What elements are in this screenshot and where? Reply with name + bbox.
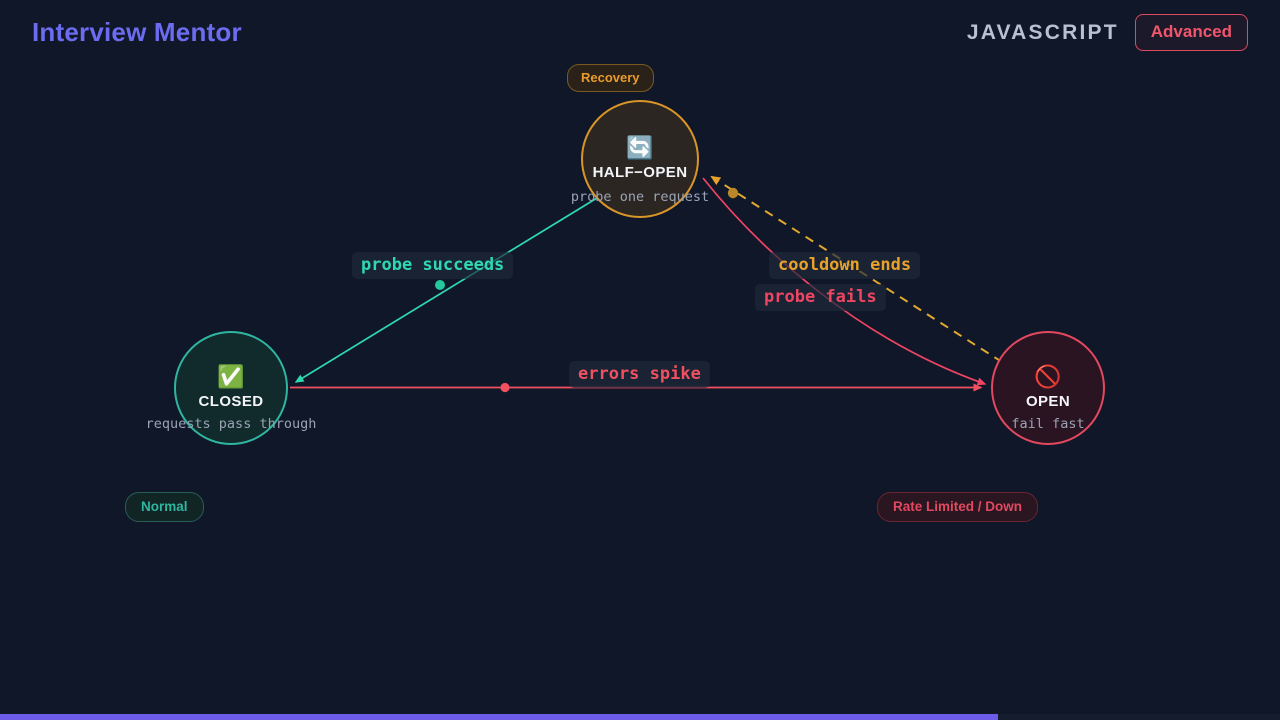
state-node-closed[interactable]: ✅ CLOSED requests pass through <box>146 331 316 445</box>
state-node-closed-label: CLOSED <box>198 393 264 410</box>
progress-bar-fill <box>0 714 999 720</box>
state-node-half-open[interactable]: 🔄 HALF−OPEN probe one request <box>571 100 709 218</box>
app-title: Interview Mentor <box>32 17 242 47</box>
legend-pill-normal: Normal <box>125 492 204 522</box>
state-node-half-open-label: HALF−OPEN <box>592 164 688 181</box>
check-mark-button-icon: ✅ <box>217 364 245 389</box>
edge-label-probe-succeeds: probe succeeds <box>352 252 514 279</box>
edge-open-to-half <box>710 175 1003 363</box>
edge-half-to-open <box>702 177 987 386</box>
topic-label: JAVASCRIPT <box>966 20 1119 44</box>
edge-label-errors-spike: errors spike <box>569 361 710 388</box>
state-node-closed-sublabel: requests pass through <box>145 416 317 432</box>
header-right-group: JAVASCRIPT Advanced <box>967 14 1248 51</box>
state-node-open-label: OPEN <box>1025 393 1071 410</box>
state-node-open[interactable]: 🚫 OPEN fail fast <box>991 331 1105 445</box>
prohibited-icon: 🚫 <box>1034 364 1062 389</box>
refresh-sync-icon: 🔄 <box>626 135 654 160</box>
edge-label-cooldown-ends: cooldown ends <box>769 252 921 279</box>
progress-bar-track <box>0 714 1280 720</box>
difficulty-badge: Advanced <box>1134 14 1248 51</box>
edge-label-probe-fails: probe fails <box>755 284 886 311</box>
state-tag-recovery: Recovery <box>567 64 654 92</box>
state-node-open-sublabel: fail fast <box>1011 416 1085 432</box>
legend-pill-rate-limited: Rate Limited / Down <box>877 492 1039 522</box>
state-node-half-open-sublabel: probe one request <box>570 189 710 205</box>
edge-half-to-closed <box>294 197 598 383</box>
